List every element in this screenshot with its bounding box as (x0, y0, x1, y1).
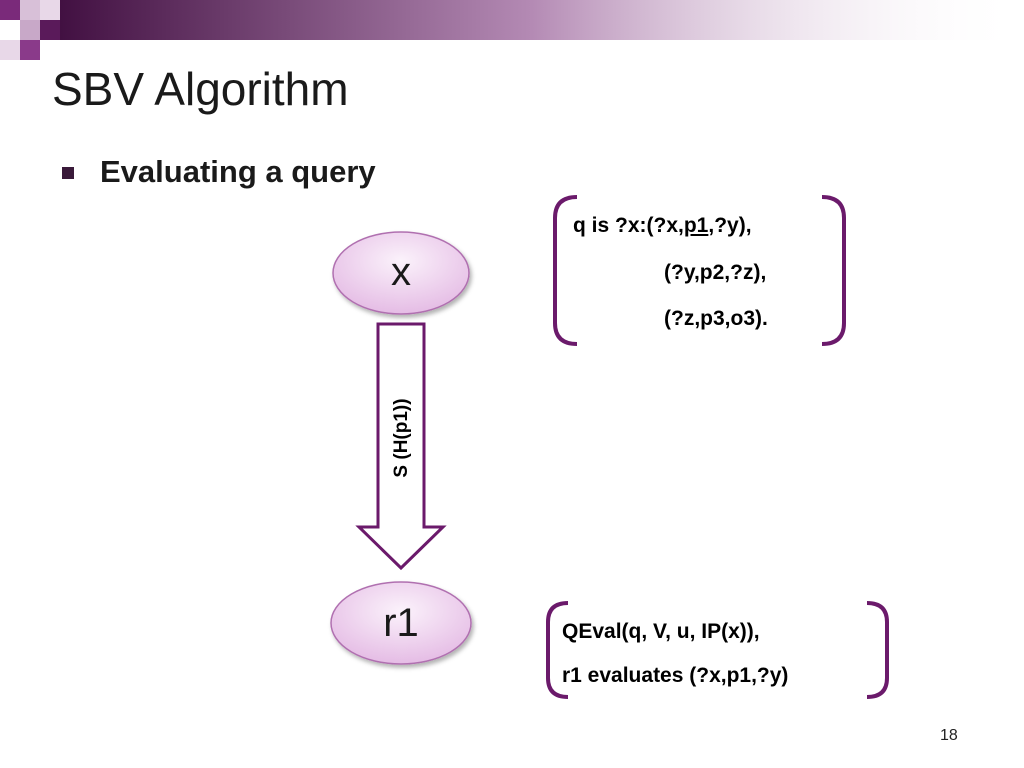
eval-line-1: QEval(q, V, u, IP(x)), (562, 620, 760, 643)
header-square (40, 0, 60, 20)
query-line-2: (?y,p2,?z), (664, 261, 767, 284)
bullet-text: Evaluating a query (100, 154, 376, 189)
slide-number: 18 (940, 727, 958, 744)
down-arrow (355, 322, 447, 571)
header-decoration (0, 0, 1024, 60)
arrow-label: S (H(p1)) (391, 398, 412, 478)
node-x-label: x (391, 250, 411, 294)
query-line-1: q is ?x:(?x,p1,?y), (573, 214, 752, 237)
query-left-bracket (553, 195, 578, 346)
header-square (20, 20, 40, 40)
bullet-marker (62, 167, 74, 179)
header-square (0, 20, 20, 40)
header-square (20, 40, 40, 60)
node-r1 (330, 581, 472, 665)
eval-right-bracket (866, 601, 889, 699)
header-square (20, 0, 40, 20)
header-square (0, 0, 20, 20)
query-line-3: (?z,p3,o3). (664, 307, 768, 330)
query-right-bracket (821, 195, 846, 346)
slide-title: SBV Algorithm (52, 63, 349, 115)
eval-left-bracket (546, 601, 569, 699)
eval-line-2: r1 evaluates (?x,p1,?y) (562, 664, 789, 687)
header-square (0, 40, 20, 60)
node-x (332, 231, 470, 315)
header-square (40, 20, 60, 40)
header-gradient-band (40, 0, 1024, 40)
node-r1-label: r1 (383, 601, 419, 645)
